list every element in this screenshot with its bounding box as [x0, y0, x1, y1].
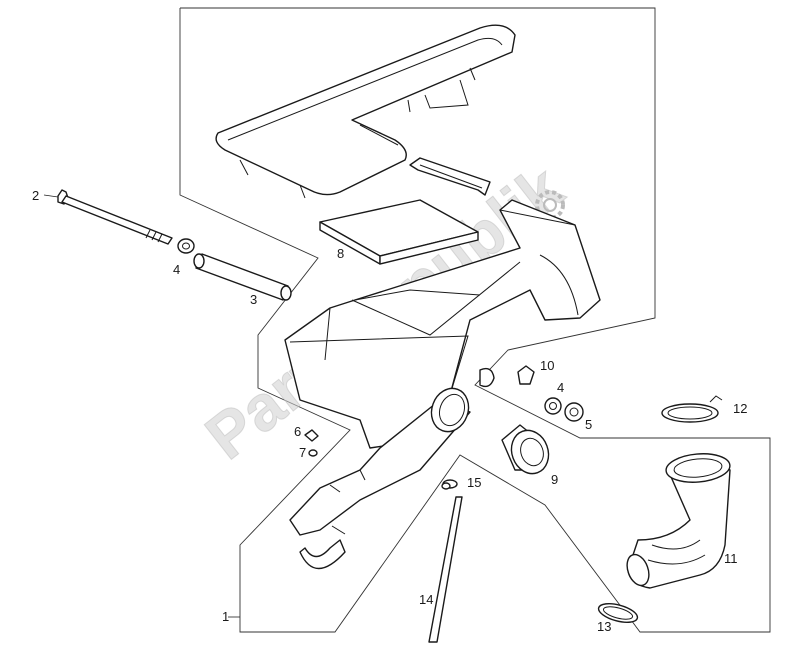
callout-13: 13 — [597, 619, 611, 634]
washer-right — [544, 397, 562, 415]
callout-11: 11 — [724, 551, 738, 566]
bolt — [57, 189, 173, 245]
mounting-clip — [299, 525, 346, 569]
intake-sleeve — [501, 424, 550, 475]
callout-9: 9 — [551, 472, 558, 487]
tube-clip — [441, 479, 458, 490]
hose-clamp-small — [597, 602, 639, 624]
grommet — [564, 402, 584, 422]
assembly-frame-lines — [179, 7, 771, 633]
callout-4-right: 4 — [557, 380, 564, 395]
callout-14: 14 — [419, 592, 433, 607]
air-filter-element — [319, 199, 479, 265]
seal-strip — [409, 157, 491, 196]
hose-clamp-large — [661, 395, 723, 423]
callout-3: 3 — [250, 292, 257, 307]
callout-8: 8 — [337, 246, 344, 261]
callout-6: 6 — [294, 424, 301, 439]
callout-4-left: 4 — [173, 262, 180, 277]
callout-12: 12 — [733, 401, 747, 416]
drain-tube — [428, 496, 463, 643]
callout-1: 1 — [222, 609, 229, 624]
nut — [517, 365, 535, 385]
screw — [304, 429, 319, 442]
airbox-housing — [284, 199, 601, 536]
callout-2: 2 — [32, 188, 39, 203]
washer-left — [177, 238, 195, 254]
callout-10: 10 — [540, 358, 554, 373]
callout-7: 7 — [299, 445, 306, 460]
gear-icon — [535, 190, 565, 220]
intake-duct — [626, 453, 731, 589]
callout-15: 15 — [467, 475, 481, 490]
spacer-tube — [193, 253, 292, 301]
nut-small — [308, 449, 318, 457]
callout-5: 5 — [585, 417, 592, 432]
airbox-cover — [215, 24, 516, 199]
